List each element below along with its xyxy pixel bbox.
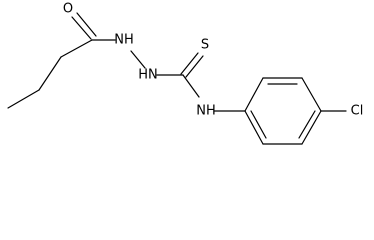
atom-label-hn-hydrazine: HN xyxy=(138,68,158,83)
molecule-structure: O S NH HN NH Cl xyxy=(7,2,364,145)
bond-thiocarbon-nh xyxy=(182,74,200,98)
atom-label-sulfur: S xyxy=(201,38,209,53)
bond-thiocarbon-sulfur-a xyxy=(180,52,199,75)
atom-label-nh-amine: NH xyxy=(196,104,216,119)
ring-bond-3 xyxy=(301,77,322,112)
atom-label-nh-hydrazide: NH xyxy=(114,33,134,48)
bond-c1-c2 xyxy=(7,89,40,109)
bond-thiocarbon-sulfur-b xyxy=(185,55,204,78)
bond-carbonyl-oxygen-a xyxy=(71,16,92,40)
ring-bond-4 xyxy=(301,110,322,145)
atom-label-chlorine: Cl xyxy=(351,104,364,119)
ring-inner-bond-2 xyxy=(298,110,316,139)
ring-bond-6 xyxy=(244,110,264,145)
bond-carbonyl-oxygen-b xyxy=(76,12,97,37)
bond-nh-hn xyxy=(130,50,146,69)
bond-c2-c3 xyxy=(38,56,62,91)
bond-c3-carbonyl xyxy=(60,39,93,58)
ring-bond-1 xyxy=(244,77,264,112)
atom-label-oxygen: O xyxy=(63,2,73,17)
ring-inner-bond-3 xyxy=(250,110,267,139)
